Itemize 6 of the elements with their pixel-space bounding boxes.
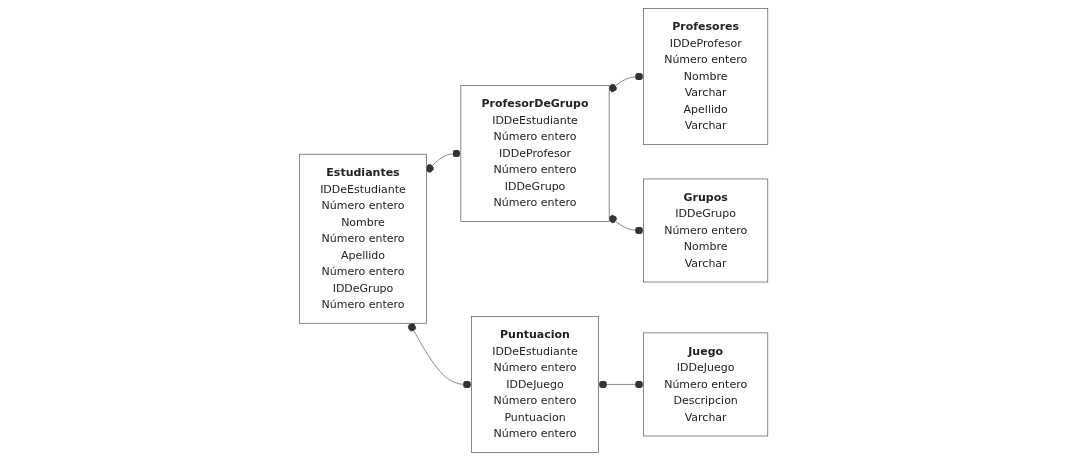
node-box: Estudiantes IDDeEstudiante Número entero Nombre Número entero Apellido Número entero IDDeGrupo Número entero [299, 153, 428, 324]
node-box: ProfesorDeGrupo IDDeEstudiante Número entero IDDeProfesor Número entero IDDeGrupo Número entero [460, 85, 610, 222]
node-box: Profesores IDDeProfesor Número entero Nombre Varchar Apellido Varchar [643, 8, 769, 145]
node-box: Grupos IDDeGrupo Número entero Nombre Varchar [643, 178, 769, 283]
node-box: Puntuacion IDDeEstudiante Número entero IDDeJuego Número entero Puntuacion Número entero [471, 316, 600, 453]
node-box: Juego IDDeJuego Número entero Descripcion Varchar [643, 332, 769, 437]
